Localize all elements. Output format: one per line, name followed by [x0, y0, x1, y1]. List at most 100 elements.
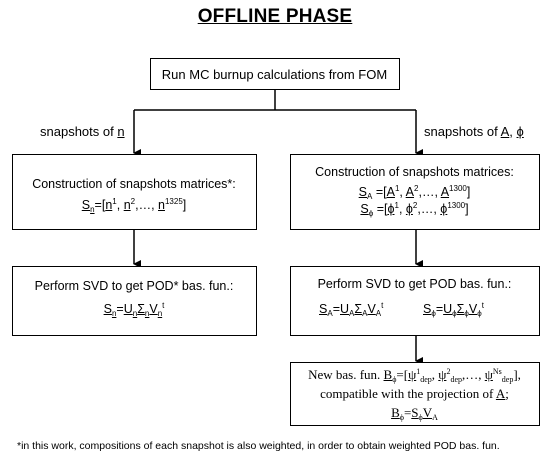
left-svd-equation: Sn=UnΣnVnt	[13, 301, 255, 318]
transpose: t	[481, 301, 484, 310]
equals: =	[332, 302, 340, 316]
right-svd-equation-phi: Sϕ=UϕΣϕVϕt	[423, 301, 484, 318]
matrix-v: V	[367, 302, 376, 316]
footnote: *in this work, compositions of each snap…	[17, 440, 500, 452]
equals: =	[403, 405, 412, 420]
psi-1-index: 1	[416, 367, 421, 376]
snapshot-2: A	[405, 185, 415, 199]
snapshot-n: A	[440, 185, 450, 199]
matrix-symbol: S	[360, 202, 369, 216]
close-bracket: ],	[513, 367, 521, 382]
matrix-s: S	[103, 302, 112, 316]
psi-n: ψ	[484, 367, 493, 382]
matrix-s-subscript: ϕ	[431, 309, 436, 318]
equals: =	[116, 302, 124, 316]
matrix-v: V	[468, 302, 478, 316]
close-bracket: ]	[465, 202, 469, 216]
right-snapshot-matrix-a: SA =[A1, A2,…, A1300]	[358, 184, 471, 201]
matrix-sigma: Σ	[137, 302, 145, 316]
compatibility-var: A	[495, 386, 506, 401]
matrix-u: U	[123, 302, 133, 316]
close-bracket: ]	[182, 198, 187, 212]
matrix-s: S	[319, 302, 328, 316]
matrix-subscript: ϕ	[368, 209, 374, 218]
matrix-v-subscript: A	[432, 413, 438, 422]
left-branch-label-prefix: snapshots of	[40, 124, 118, 139]
snapshot-2: n	[123, 198, 131, 212]
matrix-s-subscript: n	[111, 309, 117, 318]
snapshot-1-index: 1	[394, 184, 400, 193]
snapshot-2-index: 2	[414, 184, 419, 193]
matrix-subscript: n	[90, 205, 95, 214]
matrix-u-subscript: ϕ	[452, 309, 457, 318]
matrix-v: V	[149, 302, 158, 316]
fom-calculation-box: Run MC burnup calculations from FOM	[150, 58, 400, 90]
matrix-v: V	[422, 405, 433, 420]
matrix-v-subscript: n	[157, 309, 163, 318]
snapshot-1: A	[386, 185, 395, 199]
snapshot-1-index: 1	[112, 197, 117, 206]
compatibility-suffix: ;	[505, 386, 509, 401]
snapshot-2: ϕ	[405, 202, 413, 216]
snapshot-1: ϕ	[387, 202, 395, 216]
ellipsis: ,…,	[418, 185, 441, 199]
psi-2-dep: dep	[450, 375, 462, 384]
matrix-symbol: S	[81, 198, 91, 212]
left-branch-label: snapshots of n	[40, 124, 125, 139]
psi-1: ψ	[408, 367, 417, 382]
left-construction-title: Construction of snapshots matrices*:	[32, 177, 236, 191]
ellipsis: ,…,	[135, 198, 159, 212]
left-branch-var: n	[117, 124, 125, 139]
new-basis-line-2: compatible with the projection of A;	[291, 386, 538, 402]
psi-n-index: Ns	[492, 367, 502, 376]
equals: =[	[396, 367, 409, 382]
right-construction-box: Construction of snapshots matrices: SA =…	[290, 154, 540, 230]
basis-subscript: ϕ	[392, 375, 397, 384]
new-basis-box: New bas. fun. Bϕ=[ψ1dep, ψ2dep,…, ψNsdep…	[290, 362, 540, 426]
equals: =[	[372, 185, 387, 199]
fom-calculation-label: Run MC burnup calculations from FOM	[161, 67, 388, 82]
new-basis-line-3: Bϕ=SϕVA	[291, 405, 538, 422]
matrix-sigma: Σ	[354, 302, 363, 316]
matrix-v-subscript: ϕ	[477, 309, 482, 318]
new-basis-line-1: New bas. fun. Bϕ=[ψ1dep, ψ2dep,…, ψNsdep…	[308, 367, 521, 384]
matrix-sigma-subscript: A	[362, 309, 368, 318]
right-snapshot-matrix-phi: Sϕ =[ϕ1, ϕ2,…, ϕ1300]	[360, 201, 469, 218]
snapshot-n: ϕ	[440, 202, 448, 216]
snapshot-1-index: 1	[394, 201, 399, 210]
matrix-u: U	[443, 302, 453, 316]
right-branch-sep: ,	[509, 124, 517, 139]
snapshot-n-index: 1325	[164, 197, 183, 206]
right-branch-label-prefix: snapshots of	[424, 124, 501, 139]
basis-symbol: B	[391, 405, 400, 420]
left-svd-box: Perform SVD to get POD* bas. fun.: Sn=Un…	[12, 266, 257, 336]
left-snapshot-matrix: Sn=[n1, n2,…, n1325]	[81, 197, 187, 214]
snapshot-n: n	[158, 198, 165, 212]
matrix-s-subscript: A	[327, 309, 333, 318]
right-construction-title: Construction of snapshots matrices:	[315, 165, 514, 179]
equals: =[	[373, 202, 388, 216]
snapshot-1: n	[105, 198, 113, 212]
transpose: t	[162, 301, 165, 310]
basis-subscript: ϕ	[399, 413, 404, 422]
transpose: t	[381, 301, 384, 310]
psi-2: ψ	[438, 367, 447, 382]
matrix-subscript: A	[367, 192, 373, 201]
right-branch-label: snapshots of A, ϕ	[424, 124, 524, 139]
snapshot-2-index: 2	[130, 197, 136, 206]
matrix-s: S	[411, 405, 419, 420]
equals: =	[435, 302, 444, 316]
matrix-u-subscript: n	[132, 309, 138, 318]
matrix-s: S	[423, 302, 432, 316]
ellipsis: ,…,	[462, 367, 485, 382]
equals: =[	[94, 198, 106, 212]
matrix-sigma-subscript: ϕ	[464, 309, 469, 318]
compatibility-text: compatible with the projection of	[320, 386, 496, 401]
snapshot-n-index: 1300	[447, 201, 466, 210]
new-basis-prefix: New bas. fun.	[308, 367, 384, 382]
ellipsis: ,…,	[417, 202, 441, 216]
left-construction-box: Construction of snapshots matrices*: Sn=…	[12, 154, 257, 230]
matrix-v-subscript: A	[375, 309, 382, 318]
psi-n-dep: dep	[501, 375, 514, 384]
